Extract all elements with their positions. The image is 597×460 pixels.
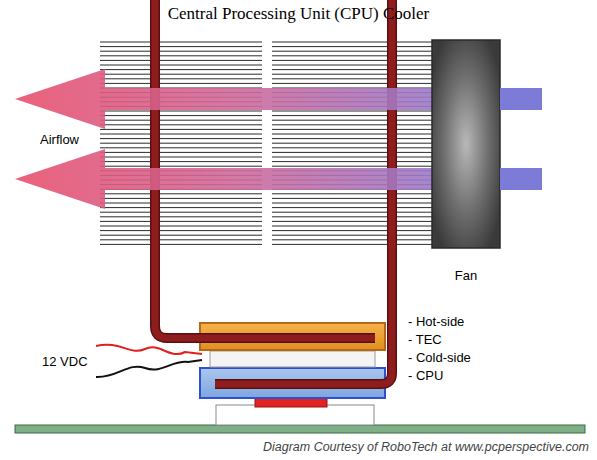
heatsink-fins — [100, 42, 432, 244]
fin — [100, 152, 262, 153]
part-label: - Cold-side — [408, 350, 471, 365]
airflow-label: Airflow — [40, 132, 79, 147]
heat-pipes — [155, 0, 392, 384]
fin — [272, 207, 432, 208]
fin — [100, 115, 262, 116]
tec-module — [210, 351, 375, 367]
fin — [272, 111, 432, 112]
fin — [272, 212, 432, 213]
cpu-package — [216, 405, 374, 425]
fin — [100, 120, 262, 121]
fin — [272, 83, 432, 84]
fin — [100, 42, 262, 43]
fin — [272, 244, 432, 245]
cpu-die — [255, 398, 327, 407]
fin — [272, 143, 432, 144]
fan-spacer — [429, 40, 503, 268]
fin — [100, 46, 262, 47]
fin — [272, 203, 432, 204]
fin — [272, 69, 432, 70]
airflow-inlet — [500, 88, 542, 110]
fin — [100, 138, 262, 139]
fin — [272, 60, 432, 61]
fin — [100, 143, 262, 144]
fin — [272, 46, 432, 47]
fin — [100, 124, 262, 125]
fin — [100, 161, 262, 162]
fin — [272, 166, 432, 167]
part-label: - TEC — [408, 332, 442, 347]
fin — [272, 78, 432, 79]
fin — [272, 235, 432, 236]
caption: Diagram Courtesy of RoboTech at www.pcpe… — [263, 440, 589, 454]
fan-label: Fan — [429, 268, 503, 283]
fin — [100, 83, 262, 84]
fin — [100, 65, 262, 66]
power-wire — [96, 345, 202, 354]
fin — [272, 216, 432, 217]
fin — [100, 207, 262, 208]
fin — [100, 111, 262, 112]
fin — [100, 74, 262, 75]
fin — [272, 198, 432, 199]
fin — [272, 42, 432, 43]
fin — [272, 74, 432, 75]
fin — [100, 157, 262, 158]
title: Central Processing Unit (CPU) Cooler — [0, 4, 597, 24]
fin — [272, 157, 432, 158]
fin — [272, 161, 432, 162]
fin — [100, 239, 262, 240]
fin — [100, 244, 262, 245]
fin — [100, 203, 262, 204]
voltage-label: 12 VDC — [42, 354, 88, 369]
ground-wire — [96, 360, 202, 377]
part-label: - Hot-side — [408, 314, 464, 329]
fin — [100, 147, 262, 148]
fin — [272, 115, 432, 116]
fin — [272, 129, 432, 130]
fin — [272, 230, 432, 231]
motherboard — [15, 425, 585, 433]
airflow-arrow — [15, 149, 500, 209]
fin — [272, 147, 432, 148]
fin — [100, 226, 262, 227]
fin — [100, 221, 262, 222]
fin — [272, 51, 432, 52]
fin — [272, 138, 432, 139]
fin — [100, 129, 262, 130]
fin — [272, 239, 432, 240]
fin — [100, 193, 262, 194]
fin — [272, 152, 432, 153]
fin — [272, 134, 432, 135]
fin — [272, 226, 432, 227]
airflow-arrow — [15, 69, 500, 129]
fan-node: Fan — [429, 40, 503, 283]
fin — [272, 65, 432, 66]
fin — [272, 124, 432, 125]
fin — [100, 69, 262, 70]
fin — [100, 134, 262, 135]
fin — [100, 230, 262, 231]
fin — [272, 193, 432, 194]
fin — [100, 212, 262, 213]
fin — [272, 120, 432, 121]
fin — [100, 78, 262, 79]
fin — [100, 51, 262, 52]
fin — [100, 198, 262, 199]
fan-body — [432, 40, 500, 248]
fin — [100, 216, 262, 217]
fin — [100, 60, 262, 61]
fin — [100, 235, 262, 236]
fin — [100, 55, 262, 56]
airflow-inlet — [500, 168, 542, 190]
fin — [272, 221, 432, 222]
fin — [272, 55, 432, 56]
fin — [100, 166, 262, 167]
airflow-arrows — [15, 69, 500, 209]
part-label: - CPU — [408, 368, 443, 383]
